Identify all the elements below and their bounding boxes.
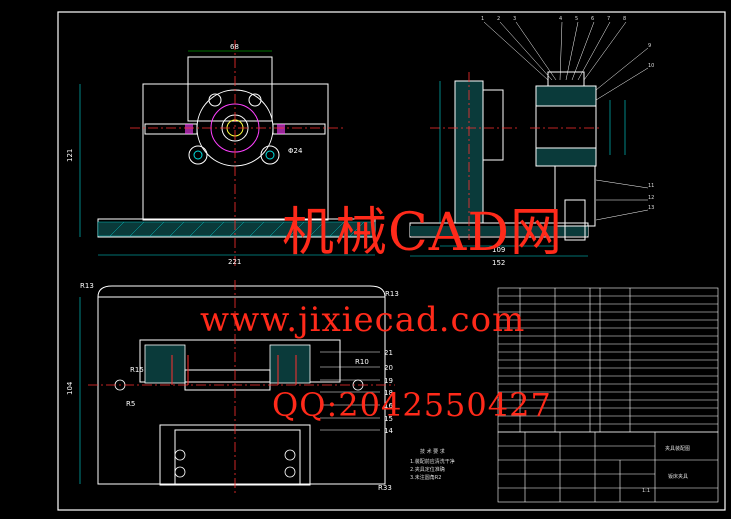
- watermark-qq: QQ:2042550427: [272, 386, 552, 424]
- dim-68: 68: [230, 43, 239, 51]
- balloon-top-9: 9: [648, 43, 651, 49]
- balloon-13: 13: [648, 205, 654, 211]
- title-scale: 1:1: [642, 488, 650, 494]
- dim-phi-1: Φ24: [288, 147, 303, 155]
- watermark-url: www.jixiecad.com: [200, 300, 526, 340]
- dim-r10: R10: [355, 358, 369, 366]
- balloon-16: 16: [384, 402, 393, 410]
- parts-list: [497, 287, 719, 433]
- balloon-12: 12: [648, 195, 654, 201]
- dim-109: 109: [492, 246, 505, 254]
- dim-152: 152: [492, 259, 505, 267]
- technical-notes: 技 术 要 求 1.装配前应清洗干净 2.夹具定位准确 3.未注圆角R2: [410, 448, 455, 481]
- balloon-top-1: 1: [481, 16, 484, 22]
- balloon-19: 19: [384, 377, 393, 385]
- notes-line-2: 2.夹具定位准确: [410, 466, 445, 473]
- title-name: 夹具装配图: [665, 445, 690, 452]
- balloon-11: 11: [648, 183, 654, 189]
- balloon-top-2: 2: [497, 16, 500, 22]
- balloon-top-3: 3: [513, 16, 516, 22]
- title-drawing-name: 钣床夹具: [668, 473, 688, 480]
- balloon-top-6: 6: [591, 16, 594, 22]
- dim-r15: R15: [130, 366, 144, 374]
- plan-view: 104 R13 R13 R10 R5 R33 R15 21 20 19 18 1…: [66, 280, 399, 495]
- balloon-top-8: 8: [623, 16, 626, 22]
- balloon-14: 14: [384, 427, 393, 435]
- front-view: 68 121 221 Φ24: [66, 40, 376, 268]
- balloon-21: 21: [384, 349, 393, 357]
- dim-r5: R5: [126, 400, 135, 408]
- balloon-top-4: 4: [559, 16, 562, 22]
- side-view: 152 109: [409, 72, 589, 267]
- dim-104: 104: [66, 381, 74, 395]
- notes-line-1: 1.装配前应清洗干净: [410, 458, 455, 465]
- watermark-site-name: 机械CAD网: [282, 203, 564, 263]
- sheet-border: [57, 11, 726, 511]
- dim-r33: R33: [378, 484, 392, 492]
- balloon-10: 10: [648, 63, 654, 69]
- dim-221: 221: [228, 258, 241, 266]
- dim-121: 121: [66, 149, 74, 162]
- balloon-top-5: 5: [575, 16, 578, 22]
- notes-title: 技 术 要 求: [420, 448, 445, 455]
- section-view: 1 2 3 4 5 6 7 8 9 10 11 12 13: [481, 16, 654, 241]
- balloon-top-7: 7: [607, 16, 610, 22]
- balloon-20: 20: [384, 364, 393, 372]
- balloon-15: 15: [384, 415, 393, 423]
- notes-line-3: 3.未注圆角R2: [410, 474, 441, 481]
- dim-r13-right: R13: [385, 290, 399, 298]
- title-block: [497, 431, 719, 503]
- dim-r13: R13: [80, 282, 94, 290]
- balloon-18: 18: [384, 389, 393, 397]
